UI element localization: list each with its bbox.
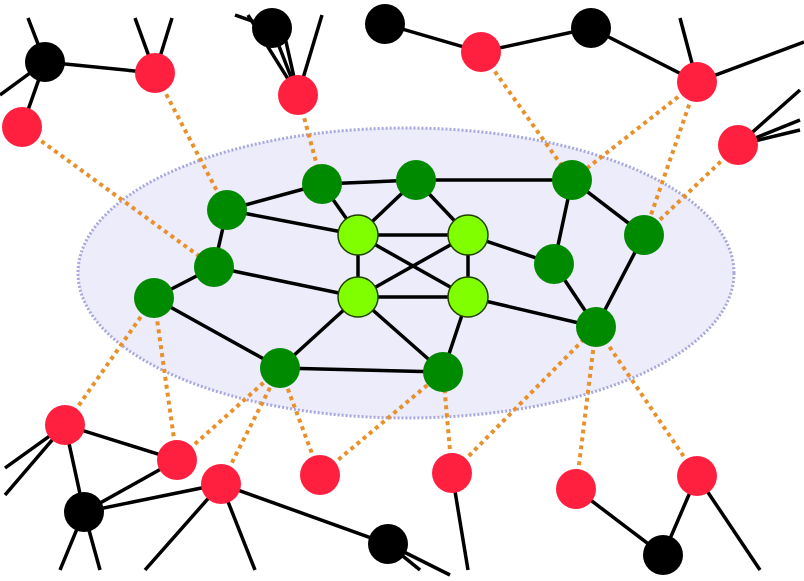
boundary-link-r7-g3 [63,296,156,427]
inner-core-node-l4 [447,276,489,318]
boundary-link-r4-g6 [479,50,574,182]
core-node-g7 [624,215,664,255]
edge-g1-l1 [226,208,359,237]
outer-node-b2 [252,8,292,48]
boundary-node-r6 [718,125,758,165]
boundary-node-r10 [300,455,340,495]
boundary-link-r10-g11 [318,370,445,477]
boundary-node-r4 [461,32,501,72]
inner-core-node-l1 [337,214,379,256]
outer-node-b3 [365,4,405,44]
inner-core-node-l2 [447,214,489,256]
boundary-node-r7 [45,405,85,445]
outer-node-b4 [571,8,611,48]
boundary-link-r12-g9 [574,326,598,490]
boundary-link-r5-g7 [642,81,699,236]
core-node-g2 [194,247,234,287]
boundary-link-r2-g1 [153,72,229,211]
nodes-layer [2,4,758,575]
edge-g10-g11 [279,366,444,374]
core-node-g9 [576,307,616,347]
core-node-g8 [534,244,574,284]
edge-g2-l3 [213,265,359,299]
edge-g3-g10 [153,296,281,370]
boundary-link-r9-g10 [219,367,282,485]
boundary-link-r11-g9 [450,325,598,475]
boundary-node-r8 [157,440,197,480]
core-node-g1 [207,190,247,230]
edge-r9-b6 [220,482,389,546]
boundary-node-r9 [201,464,241,504]
boundary-node-r13 [677,456,717,496]
boundary-link-r13-g9 [594,325,699,478]
boundary-node-r1 [2,107,42,147]
core-node-g4 [302,164,342,204]
outer-node-b5 [64,492,104,532]
boundary-link-r8-g3 [152,297,179,461]
edge-l2-l3 [357,233,469,299]
boundary-node-r5 [677,62,717,102]
boundary-link-r8-g10 [175,366,282,462]
boundary-link-r6-g7 [642,143,740,237]
boundary-node-r12 [556,469,596,509]
core-node-g11 [423,352,463,392]
core-node-g3 [134,278,174,318]
boundary-link-r5-g6 [570,80,699,182]
edge-l4-g9 [467,295,597,329]
core-node-g5 [396,160,436,200]
outer-node-b6 [368,524,408,564]
inner-core-node-l3 [337,276,379,318]
boundary-node-r3 [278,75,318,115]
core-node-g6 [552,160,592,200]
outer-node-b7 [643,535,683,575]
outer-node-b1 [25,42,65,82]
core-node-g10 [260,348,300,388]
edge-b5-r9 [83,482,222,514]
boundary-node-r2 [135,53,175,93]
boundary-node-r11 [432,453,472,493]
